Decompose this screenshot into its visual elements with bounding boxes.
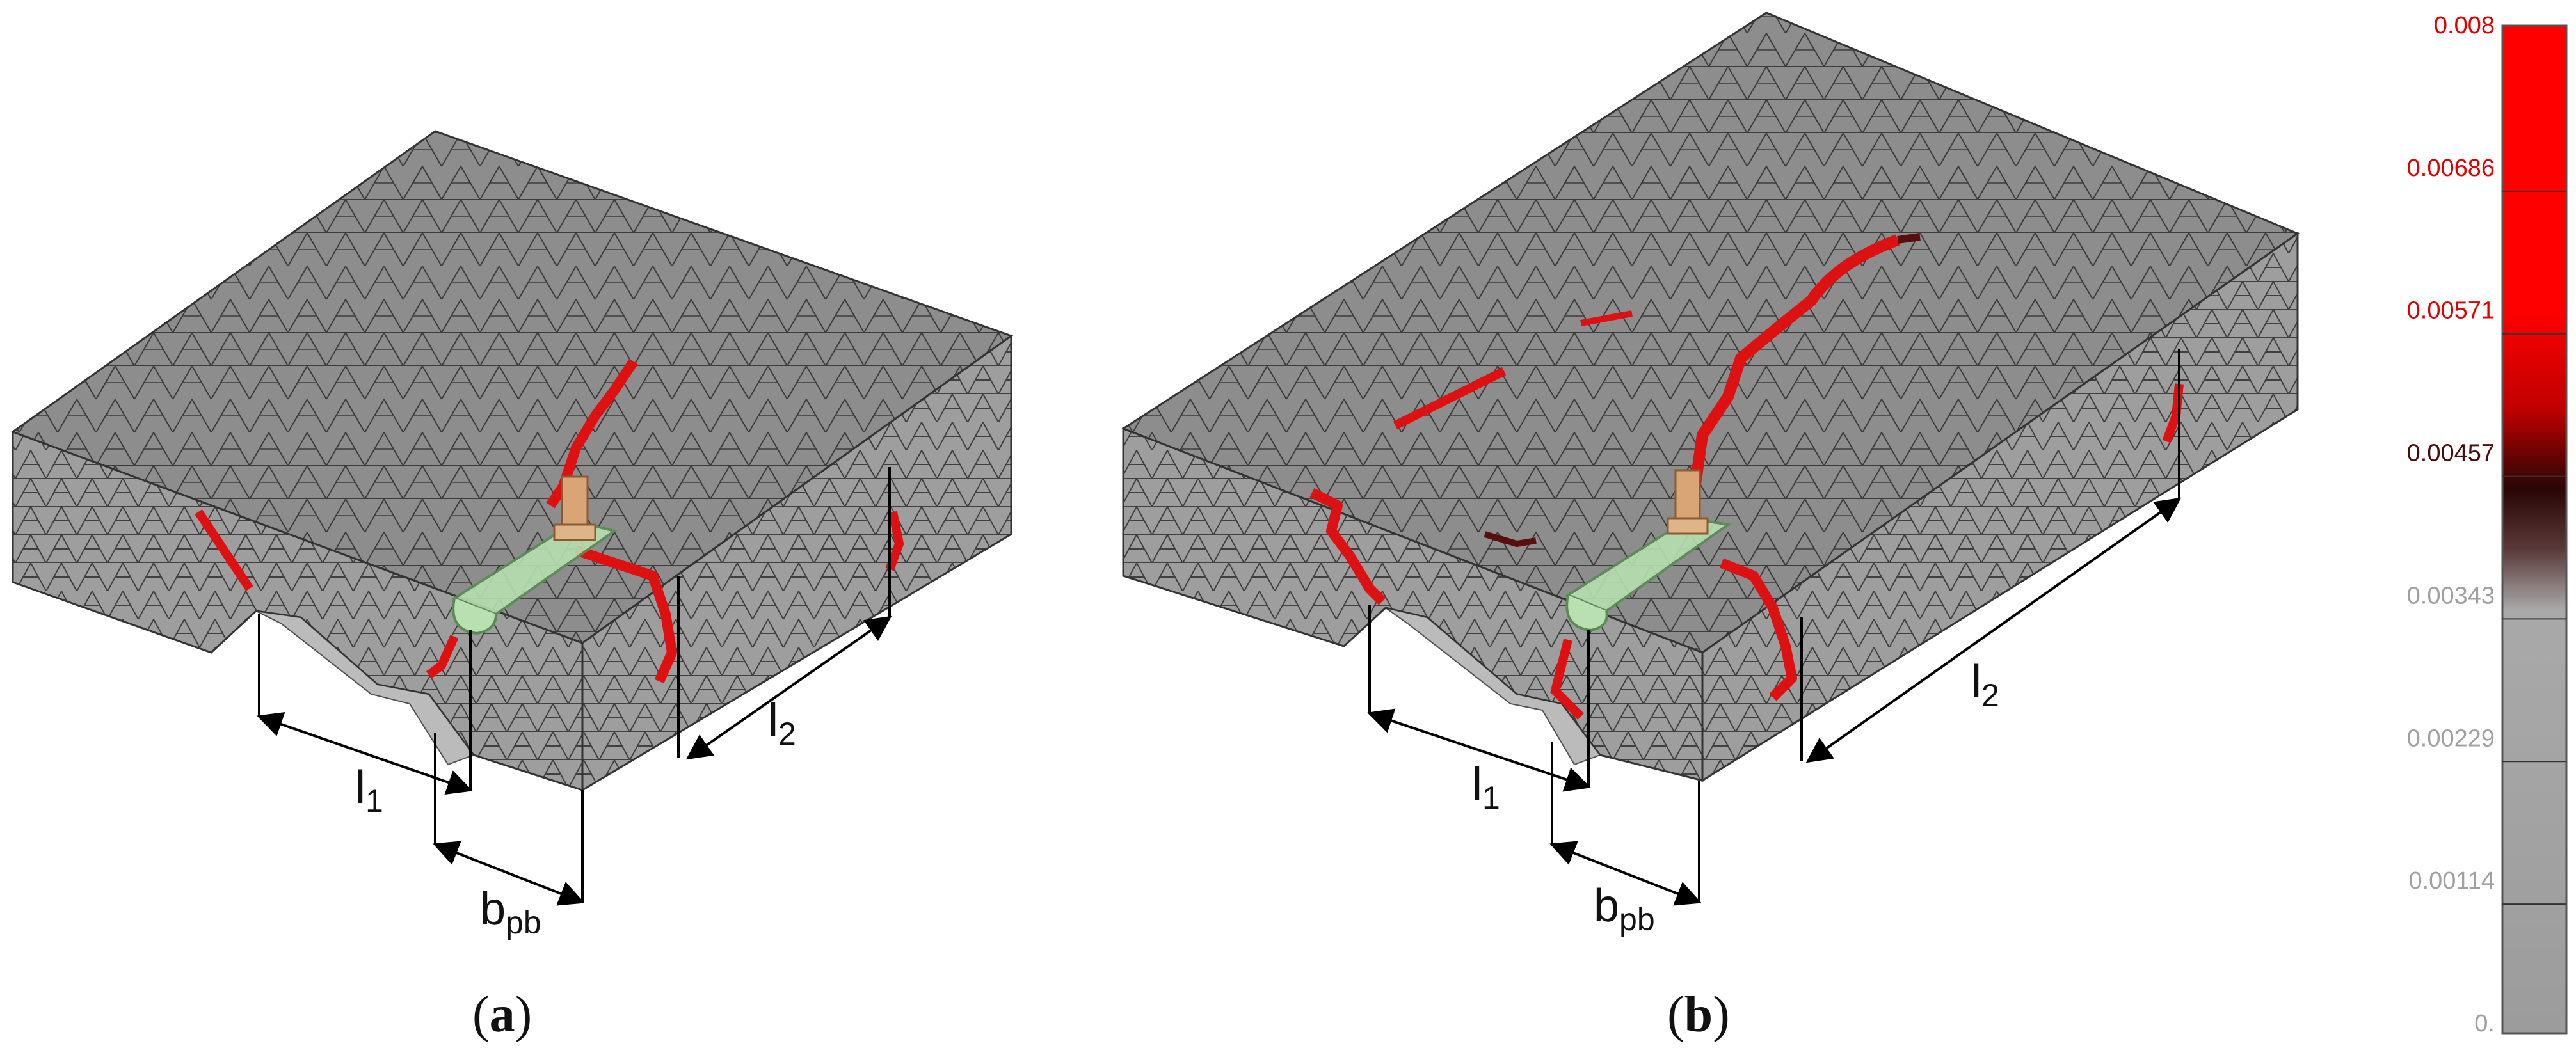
color-scale-tick-label: 0.00686: [2407, 155, 2495, 182]
crack-b-flat1: [1393, 367, 1507, 430]
dim-a-l2: [685, 615, 892, 760]
crack-b-main: [1684, 234, 1900, 513]
crack-b-front: [1720, 558, 1797, 701]
label-a-bpb: bpb: [480, 884, 541, 940]
color-scale-ticks: 0.008 0.00686 0.00571 0.00457 0.00343 0.00229…: [2407, 12, 2566, 1037]
crack-b-left: [1309, 488, 1386, 605]
dim-a-bpb: [433, 841, 585, 906]
plate-a-curl: [452, 598, 497, 635]
dim-b-bpb: [1549, 841, 1702, 906]
crack-a-2: [574, 545, 677, 684]
label-a-l2: l2: [768, 695, 796, 752]
crack-b-recess: [1550, 639, 1584, 720]
panel-label-a: (a): [472, 987, 532, 1043]
label-a-l1: l1: [355, 762, 383, 819]
plate-b-curl: [1565, 594, 1608, 632]
panel-a: l1 bpb l2 (a): [10, 130, 1014, 1043]
dim-b-l2: [1805, 497, 2182, 763]
color-scale-tick-label: 0.00571: [2407, 297, 2495, 324]
crack-b-small: [1484, 531, 1537, 548]
bolt-b-nut: [1667, 517, 1709, 535]
panel-label-b: (b): [1667, 987, 1730, 1043]
color-scale-tick-label: 0.: [2474, 1010, 2495, 1037]
color-scale-tick-label: 0.00114: [2408, 868, 2495, 894]
color-scale-tick-label: 0.00457: [2407, 440, 2495, 467]
label-b-l2: l2: [1971, 656, 1999, 713]
color-scale-tick-label: 0.00343: [2407, 582, 2495, 609]
crack-a-3: [195, 509, 253, 591]
bolt-a-nut: [553, 523, 596, 541]
crack-b-tip: [1897, 233, 1921, 244]
color-scale: 0.008 0.00686 0.00571 0.00457 0.00343 0.00229…: [2407, 12, 2568, 1037]
color-scale-bar: [2501, 24, 2568, 1035]
crack-b-flat2: [1580, 310, 1633, 326]
crack-a-4: [426, 635, 459, 679]
crack-a-5: [885, 511, 904, 571]
color-scale-tick-label: 0.008: [2434, 12, 2495, 39]
panel-b: l1 bpb l2 (b): [1121, 12, 2300, 1043]
label-b-l1: l1: [1472, 759, 1500, 816]
label-b-bpb: bpb: [1594, 880, 1655, 937]
color-scale-tick-label: 0.00229: [2407, 725, 2495, 752]
